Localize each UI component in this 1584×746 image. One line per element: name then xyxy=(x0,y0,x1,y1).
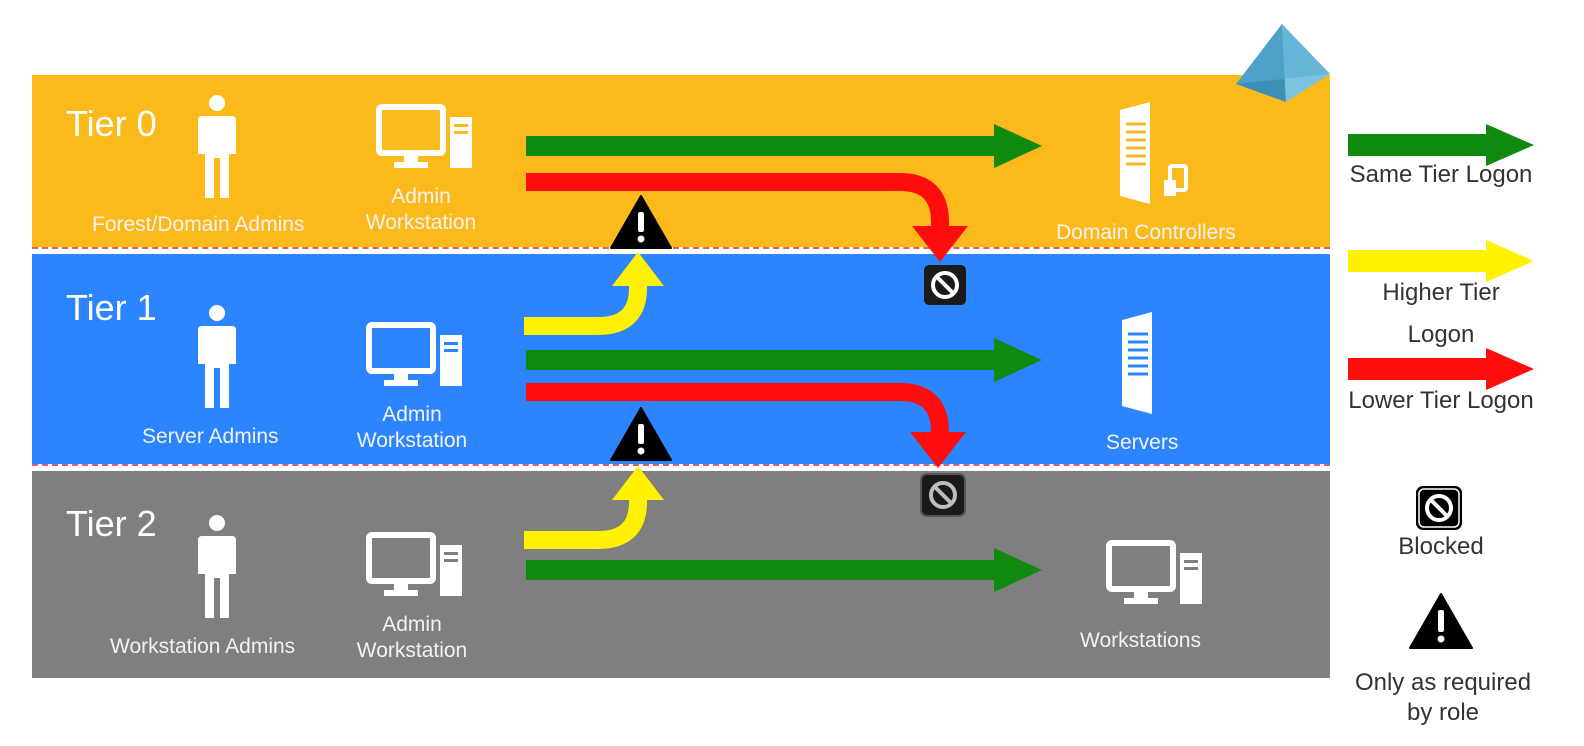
tier-1-workstation-icon xyxy=(366,322,462,386)
tier-2-workstations-icon xyxy=(1106,540,1202,604)
legend-same-tier-arrow xyxy=(1348,124,1534,166)
tier-2-target-caption: Workstations xyxy=(1080,629,1201,652)
same-tier-arrow-tier-1 xyxy=(526,338,1042,382)
tier-1-label: Tier 1 xyxy=(66,287,157,328)
tier-0-admin-caption: Forest/Domain Admins xyxy=(92,213,305,236)
tier-2-workstation-icon xyxy=(366,532,462,596)
pyramid-logo-icon xyxy=(1236,24,1330,102)
legend-blocked-icon xyxy=(1416,486,1462,530)
legend-same-tier-label: Same Tier Logon xyxy=(1349,161,1533,188)
tier-0-admin-icon xyxy=(198,95,236,198)
warning-icon xyxy=(610,407,672,461)
legend-warning-label: Only as required by role xyxy=(1354,669,1532,726)
tier-1-admin-caption: Server Admins xyxy=(142,425,279,448)
legend-warning-icon xyxy=(1409,593,1473,649)
tier-0-label: Tier 0 xyxy=(66,103,157,144)
tier-1-workstation-caption: Admin Workstation xyxy=(356,403,468,452)
higher-tier-arrow-tier-2 xyxy=(524,466,664,549)
lower-tier-arrow-tier-0 xyxy=(526,173,968,262)
tier-2-workstation-caption: Admin Workstation xyxy=(356,613,468,662)
tier-divider xyxy=(32,247,1330,254)
lower-tier-arrow-tier-1 xyxy=(526,383,966,468)
tier-1-target-caption: Servers xyxy=(1106,431,1179,454)
tier-divider xyxy=(32,464,1330,471)
legend-lower-tier-arrow xyxy=(1348,348,1534,390)
tier-0-band xyxy=(32,75,1330,247)
legend-higher-tier-arrow xyxy=(1348,240,1534,282)
tier-2-label: Tier 2 xyxy=(66,503,157,544)
blocked-icon xyxy=(920,473,966,517)
tier-1-admin-icon xyxy=(198,305,236,408)
same-tier-arrow-tier-2 xyxy=(526,548,1042,592)
tier-1-server-icon xyxy=(1122,312,1152,414)
tier-2-admin-icon xyxy=(198,515,236,618)
same-tier-arrow-tier-0 xyxy=(526,124,1042,168)
legend-higher-tier-label: Higher Tier Logon xyxy=(1382,279,1500,348)
warning-icon xyxy=(610,195,672,249)
legend-lower-tier-label: Lower Tier Logon xyxy=(1348,387,1534,414)
tier-2-admin-caption: Workstation Admins xyxy=(110,635,296,658)
tier-0-target-caption: Domain Controllers xyxy=(1056,221,1236,244)
legend-blocked-label: Blocked xyxy=(1398,533,1484,560)
tier-0-workstation-icon xyxy=(376,104,472,168)
tier-0-domain-controller-icon xyxy=(1120,102,1188,204)
blocked-icon xyxy=(922,263,968,307)
higher-tier-arrow-tier-1 xyxy=(524,252,664,335)
tier-0-workstation-caption: Admin Workstation xyxy=(365,185,477,234)
